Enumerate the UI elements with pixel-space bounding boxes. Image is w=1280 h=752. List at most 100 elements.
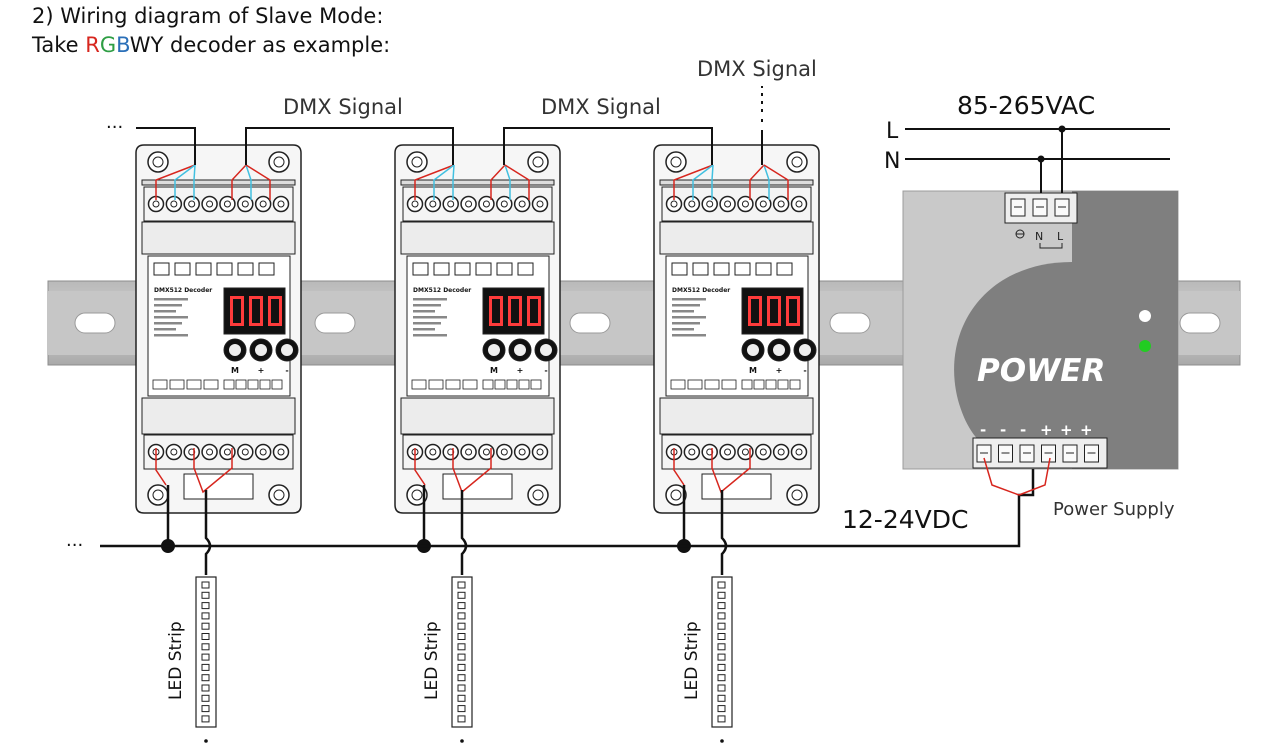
terminal-screw (460, 195, 477, 213)
terminal-screw (531, 443, 549, 461)
terminal-label-box (237, 262, 254, 276)
ellipsis-bottom: ··· (66, 535, 83, 556)
decoder-button-label: - (803, 366, 806, 375)
diagram-subheading: Take RGBWY decoder as example: (32, 32, 390, 58)
led-chip (201, 643, 210, 651)
decoder-button-label: - (285, 366, 288, 375)
rail-slot (1179, 312, 1221, 334)
terminal-screw (719, 195, 736, 213)
terminal-screw (254, 195, 272, 213)
led-chip (457, 694, 466, 702)
terminal-label-box (755, 262, 772, 276)
terminal-label-box (195, 262, 212, 276)
terminal-screw (272, 195, 290, 213)
decoder-button-label: M (231, 366, 239, 375)
subheading-suffix: WY decoder as example: (129, 33, 391, 57)
led-chip (717, 674, 726, 682)
terminal-screw (531, 195, 549, 213)
terminal-screw (683, 443, 701, 461)
led-chip (201, 684, 210, 692)
terminal-screw (219, 195, 236, 213)
terminal-screw (442, 195, 459, 213)
led-display (223, 287, 286, 335)
led-chip (457, 663, 466, 671)
terminal-screw (237, 443, 254, 461)
led-strip-label: LED Strip (166, 621, 186, 700)
decoder-button-label: M (490, 366, 498, 375)
terminal-screw (165, 195, 183, 213)
label-window (442, 473, 513, 500)
dmx-signal-label-2: DMX Signal (541, 95, 661, 119)
decoder-button-label: + (776, 366, 783, 375)
terminal-screw (201, 195, 218, 213)
terminal-screw (737, 195, 754, 213)
psu-output-wires (983, 457, 1051, 496)
terminal-screw (254, 443, 272, 461)
letter-r: R (85, 33, 100, 57)
led-chip (457, 581, 466, 589)
terminal-label-box (258, 262, 275, 276)
led-strip-label: LED Strip (422, 621, 442, 700)
dmx-signal-wiring (136, 86, 763, 165)
led-chip (457, 633, 466, 640)
standby-led (1139, 310, 1151, 322)
led-chip (201, 633, 210, 640)
led-chip (717, 633, 726, 640)
terminal-screw (701, 443, 718, 461)
led-chip (201, 705, 210, 713)
psu-output-terminals (972, 437, 1108, 469)
terminal-screw (201, 443, 218, 461)
led-chip (201, 622, 210, 630)
led-strip (195, 576, 217, 743)
led-chip (717, 705, 726, 713)
terminal-screw (237, 195, 254, 213)
led-strip (711, 576, 733, 743)
led-chip (457, 705, 466, 713)
led-chip (457, 653, 466, 661)
decoder-title: DMX512 Decoder (413, 287, 471, 294)
dc-output-label: 12-24VDC (842, 505, 968, 534)
dmx-decoder-1: DMX512 Decoder001M+-LED Strip (135, 144, 302, 743)
mounting-hole (147, 151, 169, 173)
led-chip (717, 602, 726, 610)
led-chip (201, 591, 210, 599)
terminal-screw (165, 443, 183, 461)
mounting-hole (268, 484, 290, 506)
dmx-decoder-3: DMX512 Decoder001M+-LED Strip (653, 144, 820, 743)
terminal-label-box (153, 262, 170, 276)
polarity-sign: - (1020, 421, 1026, 439)
terminal-label-box (517, 262, 534, 276)
decoder-button-label: M (749, 366, 757, 375)
led-chip (457, 622, 466, 630)
terminal-screw (478, 443, 495, 461)
polarity-sign: + (1060, 421, 1073, 439)
led-chip (717, 612, 726, 620)
terminal-label-box (496, 262, 513, 276)
led-chip (717, 643, 726, 651)
polarity-sign: + (1080, 421, 1093, 439)
terminal-screw (683, 195, 701, 213)
decoder-title: DMX512 Decoder (672, 287, 730, 294)
terminal-screw (460, 443, 477, 461)
mounting-hole (527, 151, 549, 173)
led-strip (451, 576, 473, 743)
terminal-label-box (734, 262, 751, 276)
terminal-screw (513, 195, 531, 213)
led-chip (201, 602, 210, 610)
led-chip (717, 622, 726, 630)
terminal-screw (755, 195, 772, 213)
dmx-signal-label-3: DMX Signal (697, 57, 817, 81)
dmx-terminal-wires (155, 164, 271, 200)
decoder-title: DMX512 Decoder (154, 287, 212, 294)
psu-output-polarity: ---+++ (980, 421, 1093, 439)
terminal-label-box (475, 262, 492, 276)
dmx-terminal-wires (414, 164, 530, 200)
led-chip (457, 684, 466, 692)
terminal-screw (737, 443, 754, 461)
terminal-label-box (216, 262, 233, 276)
terminal-label-box (174, 262, 191, 276)
rail-slot (569, 312, 611, 334)
led-chip (717, 591, 726, 599)
led-display-digits (489, 296, 541, 326)
